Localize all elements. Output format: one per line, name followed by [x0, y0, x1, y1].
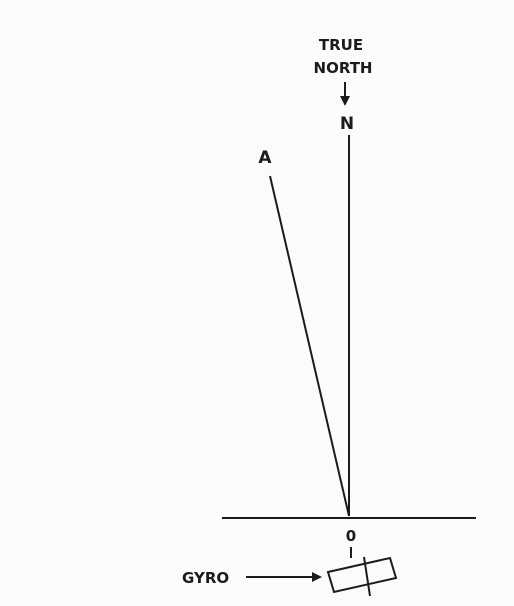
bearing-line-a	[269, 175, 350, 517]
gyro-label: GYRO	[182, 569, 229, 587]
true-north-label-line2: NORTH	[314, 59, 373, 77]
point-a-label: A	[258, 148, 272, 168]
north-pointer-arrow	[340, 82, 350, 106]
origin-label: 0	[346, 527, 356, 545]
gyro-symbol	[326, 556, 398, 597]
north-point-label: N	[340, 114, 354, 134]
gyro-arrow	[246, 572, 322, 582]
true-north-label-line1: TRUE	[319, 36, 363, 54]
